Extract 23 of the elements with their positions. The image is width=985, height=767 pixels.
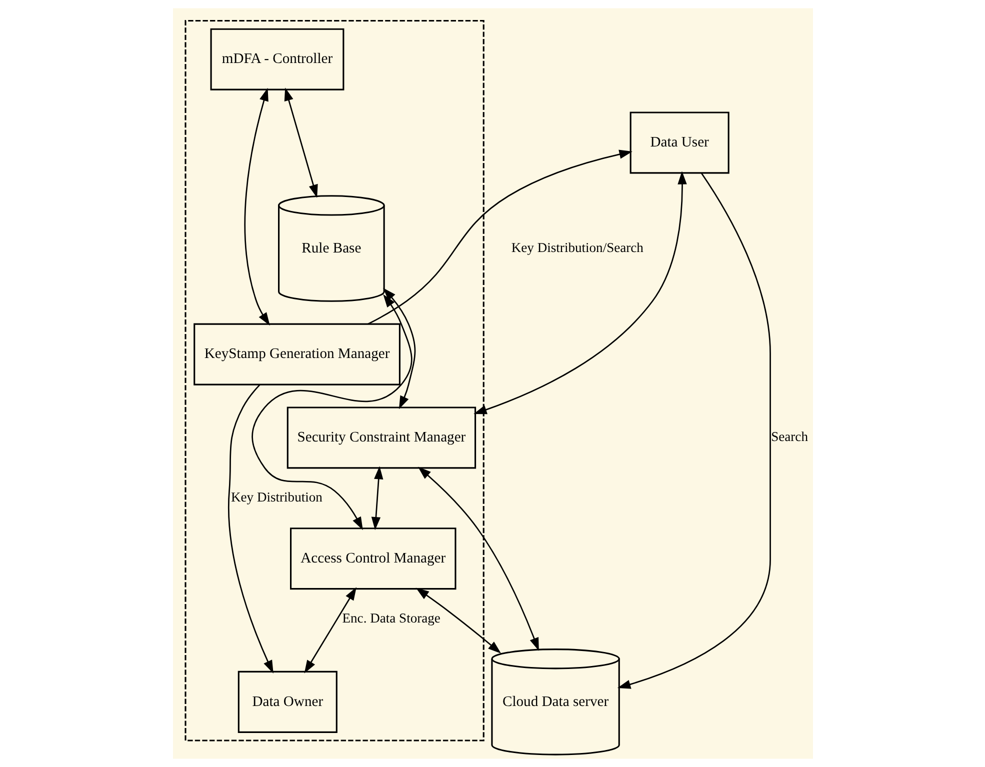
edge-label: Enc. Data Storage xyxy=(342,610,440,626)
arrow xyxy=(382,288,416,410)
edge-label: Key Distribution/Search xyxy=(510,240,643,256)
node-box: Data User xyxy=(629,112,729,174)
arrow xyxy=(415,588,501,654)
edge-label: Search xyxy=(770,429,808,444)
arrow xyxy=(417,466,538,651)
arrow xyxy=(367,150,632,325)
arrow xyxy=(251,294,412,530)
node-box: Data Owner xyxy=(237,670,337,733)
edge-label: Key Distribution xyxy=(230,490,322,505)
arrow xyxy=(228,384,273,674)
node-box: Access Control Manager xyxy=(290,528,456,590)
cluster xyxy=(184,20,484,742)
arrow xyxy=(304,587,356,674)
arrow xyxy=(244,88,270,326)
arrow xyxy=(616,172,770,689)
arrow xyxy=(370,466,383,530)
arrow xyxy=(473,171,686,414)
node-box: KeyStamp Generation Manager xyxy=(193,323,400,386)
node-box: mDFA - Controller xyxy=(210,28,344,90)
node-box: Security Constraint Manager xyxy=(286,406,476,469)
arrow xyxy=(284,88,318,198)
